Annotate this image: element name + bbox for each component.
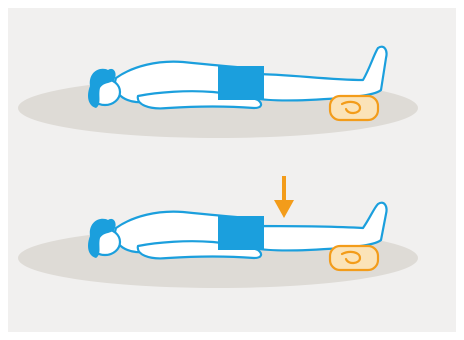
down-arrow-icon bbox=[274, 176, 294, 218]
shorts-shape bbox=[218, 66, 264, 100]
panel-before bbox=[18, 47, 418, 138]
shorts-shape bbox=[218, 216, 264, 250]
illustration-frame bbox=[8, 8, 456, 332]
exercise-illustration bbox=[8, 8, 456, 332]
panel-after bbox=[18, 176, 418, 288]
rolled-towel-icon bbox=[330, 246, 378, 270]
rolled-towel-icon bbox=[330, 96, 378, 120]
